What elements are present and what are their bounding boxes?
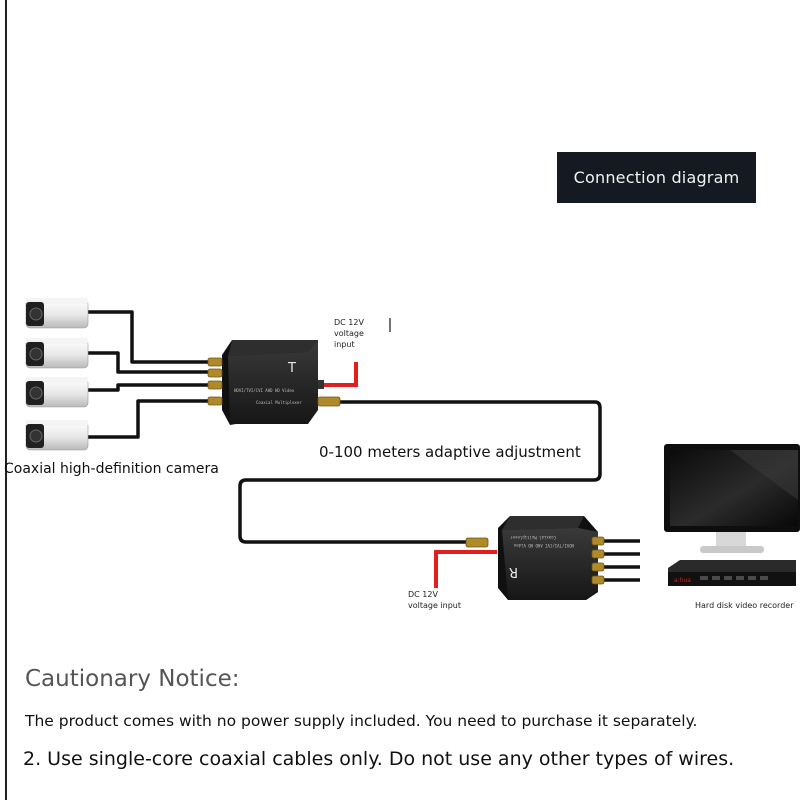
notice-line-1: The product comes with no power supply i… bbox=[25, 712, 698, 730]
camera-cables bbox=[88, 310, 210, 439]
transmitter-power-port bbox=[318, 380, 324, 389]
camera-label: Coaxial high-definition camera bbox=[4, 461, 219, 477]
receiver-letter: R bbox=[509, 564, 518, 579]
distance-label: 0-100 meters adaptive adjustment bbox=[319, 443, 581, 461]
receiver-type-text: Coaxial Multiplexer bbox=[510, 535, 556, 540]
dvr-icon: a:hua bbox=[668, 560, 796, 586]
transmitter-model-text: HDVI/TVI/CVI AHD HD Video bbox=[234, 388, 295, 393]
notice-line-2: 2. Use single-core coaxial cables only. … bbox=[23, 748, 735, 770]
dc-voltage-label-bottom: DC 12V voltage input bbox=[408, 589, 461, 611]
camera-cable-2 bbox=[88, 351, 210, 374]
camera-4-icon bbox=[25, 420, 89, 451]
dvr-brand-text: a:hua bbox=[674, 577, 691, 584]
power-cable-bottom bbox=[434, 550, 497, 588]
power-cable-top bbox=[318, 362, 358, 387]
camera-3-icon bbox=[25, 377, 89, 408]
dc-voltage-label-top: DC 12V voltage input bbox=[334, 317, 364, 350]
receiver-input-port bbox=[465, 537, 489, 548]
dc-top-line2: voltage bbox=[334, 329, 364, 338]
transmitter-device: T HDVI/TVI/CVI AHD HD Video Coaxial Mult… bbox=[207, 340, 341, 425]
dc-top-line1: DC 12V bbox=[334, 318, 364, 327]
coax-link-cable bbox=[238, 400, 602, 544]
notice-title: Cautionary Notice: bbox=[25, 666, 240, 692]
camera-cable-1 bbox=[88, 310, 210, 364]
camera-cable-4 bbox=[88, 399, 210, 439]
left-border-line bbox=[5, 0, 7, 800]
camera-2-icon bbox=[25, 338, 89, 369]
receiver-model-text: HDVI/TVI/CVI AHD HD Video bbox=[513, 543, 574, 548]
transmitter-output-port bbox=[317, 396, 341, 407]
dc-top-line3: input bbox=[334, 340, 355, 349]
dvr-label: Hard disk video recorder bbox=[695, 601, 794, 610]
receiver-output-cables bbox=[598, 539, 640, 582]
dc-bottom-line2: voltage input bbox=[408, 601, 462, 610]
receiver-bnc-ports bbox=[591, 536, 605, 585]
transmitter-bnc-ports bbox=[207, 357, 223, 406]
camera-1-icon bbox=[25, 298, 89, 329]
receiver-device: R HDVI/TVI/CVI AHD HD Video Coaxial Mult… bbox=[465, 516, 605, 600]
transmitter-letter: T bbox=[287, 361, 296, 376]
monitor-icon bbox=[664, 444, 800, 553]
transmitter-type-text: Coaxial Multiplexer bbox=[256, 400, 302, 405]
camera-cable-3 bbox=[88, 383, 210, 392]
diagram-title: Connection diagram bbox=[557, 152, 756, 203]
connection-diagram: T HDVI/TVI/CVI AHD HD Video Coaxial Mult… bbox=[25, 298, 800, 600]
dc-bottom-line1: DC 12V bbox=[408, 590, 438, 599]
